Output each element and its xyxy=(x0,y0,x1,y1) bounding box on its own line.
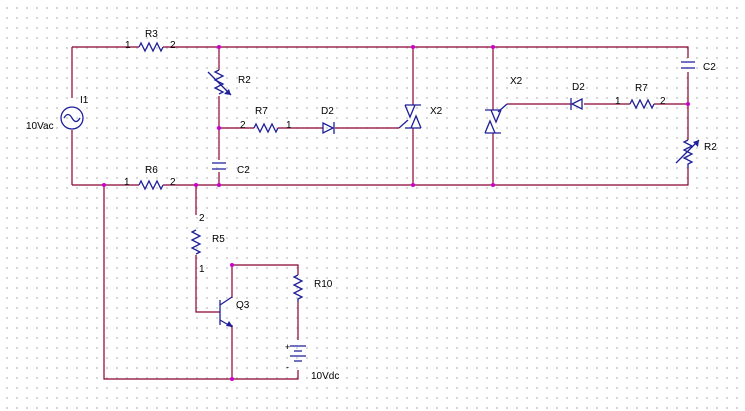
junction-dot xyxy=(217,45,221,49)
ac-source-i1[interactable]: I1 10Vac xyxy=(26,95,89,132)
resistor-r10[interactable]: R10 xyxy=(292,274,333,302)
variable-resistor-r2-left[interactable]: R2 xyxy=(207,69,251,96)
sine-wave-icon xyxy=(63,113,81,123)
resistor-r7-right[interactable]: R7 1 2 xyxy=(615,83,666,110)
resistor-symbol xyxy=(190,229,202,255)
junction-dot xyxy=(230,263,234,267)
transistor-leads xyxy=(219,296,233,328)
r7-right-label: R7 xyxy=(635,83,648,94)
capacitor-c2-right[interactable]: C2 xyxy=(681,61,716,73)
resistor-r7-left[interactable]: R7 2 1 xyxy=(240,106,292,134)
r7-left-pin2: 2 xyxy=(240,120,246,131)
r5-pin2: 2 xyxy=(199,213,205,224)
r5-pin1: 1 xyxy=(199,264,205,275)
ac-source-symbol xyxy=(60,106,84,130)
r7-left-label: R7 xyxy=(255,106,268,117)
r7-right-pin2: 2 xyxy=(660,96,666,107)
resistor-r6[interactable]: R6 1 2 xyxy=(124,165,176,191)
resistor-r5[interactable]: R5 2 1 xyxy=(190,213,225,275)
d2-right-label: D2 xyxy=(572,82,585,93)
resistor-r3[interactable]: R3 1 2 xyxy=(125,29,176,53)
triac-symbol xyxy=(404,104,422,129)
battery-symbol xyxy=(290,345,306,362)
r10-label: R10 xyxy=(314,279,333,290)
wire-r10-battery xyxy=(231,264,299,380)
triac-x2-right[interactable]: X2 xyxy=(484,76,523,134)
r6-pin2: 2 xyxy=(170,177,176,188)
junction-dot xyxy=(491,45,495,49)
wire-driver-loop xyxy=(103,185,232,380)
emitter-arrow-icon xyxy=(226,321,233,327)
d2-left-label: D2 xyxy=(321,106,334,117)
junction-dot xyxy=(491,183,495,187)
resistor-symbol xyxy=(629,98,655,110)
r6-pin1: 1 xyxy=(124,177,130,188)
triac-x2-left[interactable]: X2 xyxy=(398,104,443,129)
triac-bars xyxy=(485,109,501,134)
junctions xyxy=(102,45,690,381)
diode-symbol xyxy=(570,97,583,111)
r5-label: R5 xyxy=(212,234,225,245)
dc-source-battery[interactable]: + - 10Vdc xyxy=(285,342,339,382)
c2-left-label: C2 xyxy=(237,165,250,176)
wire-bottom-rail xyxy=(72,168,689,186)
triac-gate xyxy=(497,103,508,113)
resistor-symbol xyxy=(138,179,164,191)
battery-minus-icon: - xyxy=(286,362,289,372)
arrow-head-icon xyxy=(224,89,231,95)
r3-pin2: 2 xyxy=(170,40,176,51)
resistor-symbol xyxy=(138,41,164,53)
junction-dot xyxy=(411,45,415,49)
arrow-head-icon xyxy=(693,140,699,147)
capacitor-symbol xyxy=(681,61,695,69)
diode-d2-left[interactable]: D2 xyxy=(321,106,335,135)
wire-top-rail xyxy=(72,46,689,58)
wires xyxy=(71,46,689,380)
battery-plus-icon: + xyxy=(285,342,290,352)
capacitor-symbol xyxy=(212,162,226,170)
resistor-symbol xyxy=(292,274,304,302)
triac-symbol xyxy=(484,109,502,134)
x2-right-label: X2 xyxy=(510,76,523,87)
junction-dot xyxy=(194,183,198,187)
diode-symbol xyxy=(322,121,335,135)
q3-label: Q3 xyxy=(236,300,250,311)
r3-pin1: 1 xyxy=(125,40,131,51)
capacitor-c2-left[interactable]: C2 xyxy=(212,162,250,176)
resistor-symbol xyxy=(682,139,694,168)
dc-value: 10Vdc xyxy=(311,371,339,382)
variable-resistor-r2-right[interactable]: R2 xyxy=(675,139,717,168)
c2-right-label: C2 xyxy=(703,62,716,73)
i1-value: 10Vac xyxy=(26,121,54,132)
junction-dot xyxy=(102,183,106,187)
wire-r5 xyxy=(195,185,220,313)
x2-left-label: X2 xyxy=(430,106,443,117)
r6-label: R6 xyxy=(145,165,158,176)
junction-dot xyxy=(217,183,221,187)
r7-left-pin1: 1 xyxy=(286,120,292,131)
i1-label: I1 xyxy=(80,95,89,106)
triac-bars xyxy=(405,104,421,129)
r3-label: R3 xyxy=(145,29,158,40)
junction-dot xyxy=(411,183,415,187)
junction-dot xyxy=(230,377,234,381)
r2-right-label: R2 xyxy=(704,142,717,153)
diode-d2-right[interactable]: D2 xyxy=(570,82,585,111)
r2-left-label: R2 xyxy=(238,75,251,86)
junction-dot xyxy=(686,102,690,106)
triac-gate xyxy=(398,119,409,129)
resistor-symbol xyxy=(253,122,279,134)
junction-dot xyxy=(217,126,221,130)
resistor-symbol xyxy=(213,69,225,95)
r7-right-pin1: 1 xyxy=(615,96,621,107)
transistor-q3[interactable]: Q3 xyxy=(219,296,250,328)
